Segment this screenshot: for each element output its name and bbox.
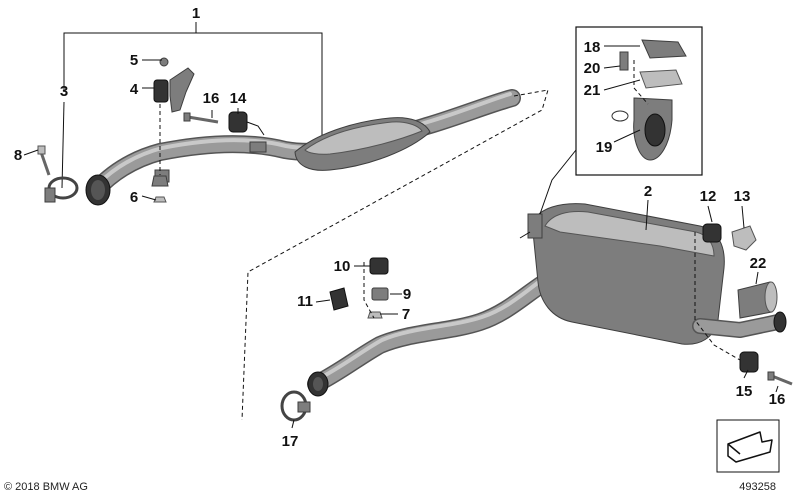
part-number-15: 15: [736, 383, 753, 400]
part-number-7: 7: [402, 306, 410, 323]
copyright-text: © 2018 BMW AG: [4, 481, 88, 493]
detail-inset: [539, 26, 703, 215]
rubber-mount-rear-lower[interactable]: [739, 351, 759, 373]
hanger-bracket-assembly[interactable]: [151, 57, 195, 203]
leader-lines: [23, 45, 779, 429]
part-number-20: 20: [584, 60, 601, 77]
exhaust-tip[interactable]: [737, 281, 778, 319]
part-number-14: 14: [230, 90, 247, 107]
diagram-id: 493258: [739, 481, 776, 493]
part-number-22: 22: [750, 255, 767, 272]
bracket-rear[interactable]: [731, 225, 757, 251]
orientation-arrow-box: [716, 419, 780, 473]
part-number-10: 10: [334, 258, 351, 275]
rubber-mount-rear-upper[interactable]: [702, 223, 722, 243]
part-number-12: 12: [700, 188, 717, 205]
part-number-19: 19: [596, 139, 613, 156]
rear-mount-links: [694, 232, 741, 361]
part-number-labels: 1 3 5 4 16 14 8 6 18 20 21 19 2 12 13 22…: [14, 5, 786, 450]
bolt-front[interactable]: [183, 112, 219, 124]
front-section-bracket: [61, 22, 323, 189]
part-number-1: 1: [192, 5, 200, 22]
part-number-8: 8: [14, 147, 22, 164]
part-number-21: 21: [584, 82, 601, 99]
rubber-mount-front[interactable]: [228, 111, 265, 136]
part-number-6: 6: [130, 189, 138, 206]
pipe-clamp-rear[interactable]: [280, 390, 311, 422]
pipe-clamp-front[interactable]: [44, 176, 79, 203]
part-number-3: 3: [60, 83, 68, 100]
part-number-16-rear: 16: [769, 391, 786, 408]
part-number-2: 2: [644, 183, 652, 200]
rear-hanger-assembly[interactable]: [329, 257, 389, 319]
section-link-lines: [241, 89, 549, 421]
actuator-flap-assembly[interactable]: [611, 39, 687, 161]
part-number-13: 13: [734, 188, 751, 205]
rear-silencer[interactable]: [519, 203, 787, 345]
part-number-5: 5: [130, 52, 138, 69]
clamp-bolt-front[interactable]: [37, 145, 51, 176]
front-pipe-catalytic-converter[interactable]: [85, 89, 521, 206]
part-number-11: 11: [297, 293, 313, 310]
part-number-9: 9: [403, 286, 411, 303]
part-number-18: 18: [584, 39, 601, 56]
part-number-17: 17: [282, 433, 299, 450]
rear-pipe[interactable]: [307, 269, 561, 397]
part-number-4: 4: [130, 81, 139, 98]
part-number-16-front: 16: [203, 90, 220, 107]
bolt-rear[interactable]: [767, 371, 793, 386]
